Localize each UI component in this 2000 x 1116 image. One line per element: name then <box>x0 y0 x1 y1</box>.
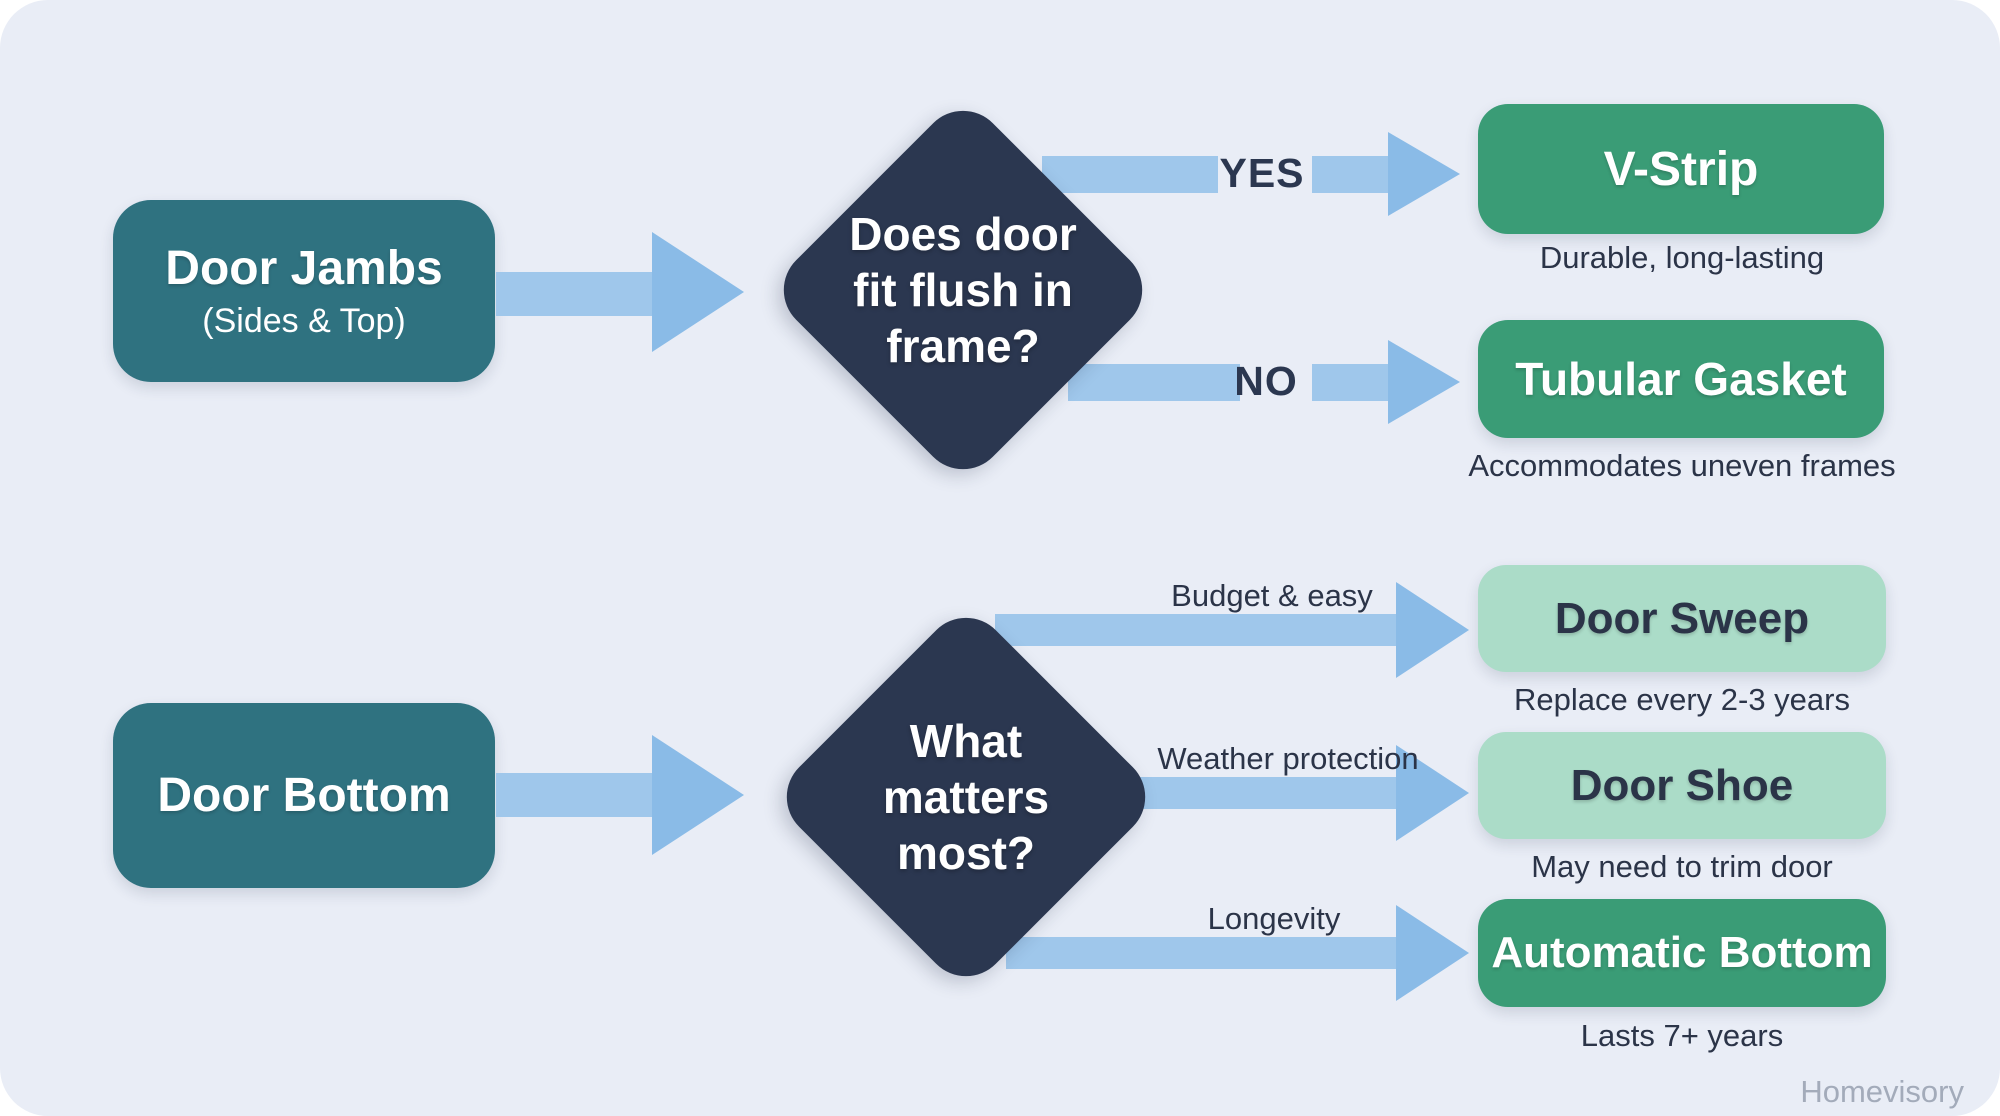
tubular-gasket-note: Accommodates uneven frames <box>1468 448 1896 483</box>
arrow-shaft <box>995 614 1399 646</box>
automatic-bottom-title: Automatic Bottom <box>1491 928 1873 977</box>
branch-label-no: NO <box>1234 358 1298 404</box>
branch-label-longevity: Longevity <box>1207 901 1341 936</box>
door-bottom-node: Door Bottom <box>113 703 495 888</box>
door-bottom-title: Door Bottom <box>157 769 451 822</box>
arrow-shaft <box>496 773 654 817</box>
arrow-head-icon <box>1396 905 1469 1001</box>
arrow-shaft <box>1135 777 1399 809</box>
door-jambs-node: Door Jambs (Sides & Top) <box>113 200 495 382</box>
decision-what-matters-text: What matters most? <box>882 714 1050 880</box>
door-sweep-note: Replace every 2-3 years <box>1514 682 1850 717</box>
arrow-head-icon <box>652 232 744 352</box>
door-jambs-title: Door Jambs <box>165 242 443 295</box>
branch-label-yes: YES <box>1219 150 1305 196</box>
v-strip-note: Durable, long-lasting <box>1539 240 1825 275</box>
result-node-door-shoe: Door Shoe <box>1478 732 1886 839</box>
branch-label-budget: Budget & easy <box>1171 578 1373 613</box>
arrow-head-icon <box>1396 582 1469 678</box>
arrow-shaft <box>1068 364 1240 401</box>
door-sweep-title: Door Sweep <box>1554 593 1810 643</box>
result-node-door-sweep: Door Sweep <box>1478 565 1886 672</box>
branch-label-weather: Weather protection <box>1157 741 1419 776</box>
arrow-head-icon <box>1388 132 1460 216</box>
arrow-head-icon <box>1396 745 1469 841</box>
arrow-shaft <box>1312 156 1392 193</box>
door-shoe-title: Door Shoe <box>1570 760 1794 810</box>
door-shoe-note: May need to trim door <box>1531 849 1833 884</box>
arrow-shaft <box>1312 364 1392 401</box>
result-node-automatic-bottom: Automatic Bottom <box>1478 899 1886 1007</box>
decision-fit-flush-text: Does door fit flush in frame? <box>849 207 1077 373</box>
arrow-shaft <box>1042 156 1218 193</box>
arrow-shaft <box>1006 937 1399 969</box>
arrow-shaft <box>496 272 654 316</box>
tubular-gasket-title: Tubular Gasket <box>1515 353 1847 405</box>
arrow-head-icon <box>1388 340 1460 424</box>
result-node-v-strip: V-Strip <box>1478 104 1884 234</box>
automatic-bottom-note: Lasts 7+ years <box>1580 1018 1784 1053</box>
watermark: Homevisory <box>1800 1074 1964 1109</box>
v-strip-title: V-Strip <box>1603 142 1759 196</box>
arrow-head-icon <box>652 735 744 855</box>
result-node-tubular-gasket: Tubular Gasket <box>1478 320 1884 438</box>
door-jambs-subtitle: (Sides & Top) <box>202 302 406 340</box>
